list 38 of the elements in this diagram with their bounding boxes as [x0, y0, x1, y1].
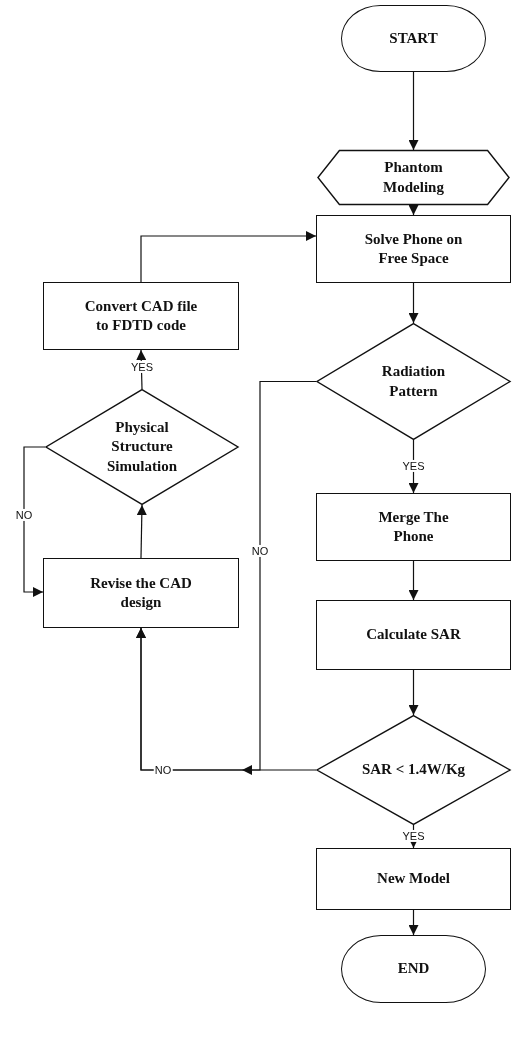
edge-label: NO	[250, 544, 270, 558]
step-label: Radiation Pattern	[380, 362, 447, 401]
process-box	[316, 848, 511, 910]
process-box	[316, 600, 511, 670]
arrow	[408, 71, 419, 151]
step-label: New Model	[376, 869, 451, 889]
preparation-hexagon	[316, 150, 511, 205]
step-label: Phantom Modeling	[382, 158, 445, 197]
edge-label: YES	[401, 829, 426, 843]
edge-label: NO	[153, 763, 173, 777]
arrow	[23, 446, 46, 597]
edge-label: YES	[401, 459, 426, 473]
step-label: Revise the CAD design	[89, 573, 193, 612]
arrow	[408, 560, 419, 601]
edge-label: NO	[14, 508, 34, 522]
step-label: Calculate SAR	[365, 625, 462, 645]
step-label: Solve Phone on Free Space	[363, 229, 464, 268]
arrow	[136, 504, 147, 559]
process-box	[316, 215, 511, 283]
arrow	[408, 909, 419, 936]
step-label: START	[388, 28, 439, 48]
decision-diamond	[316, 323, 511, 440]
step-label: SAR < 1.4W/Kg	[360, 760, 467, 780]
arrow	[408, 669, 419, 716]
arrow	[136, 627, 317, 775]
decision-diamond	[45, 389, 239, 505]
step-label: Merge The Phone	[377, 507, 450, 546]
edge-label: YES	[130, 360, 154, 374]
step-label: END	[396, 959, 431, 979]
process-box	[43, 282, 239, 350]
process-box	[316, 493, 511, 561]
arrow	[408, 204, 419, 216]
decision-diamond	[316, 715, 511, 825]
process-box	[43, 558, 239, 628]
arrow	[140, 231, 317, 283]
arrow	[408, 282, 419, 324]
step-label: Convert CAD file to FDTD code	[83, 296, 199, 335]
step-label: Physical Structure Simulation	[106, 417, 178, 476]
